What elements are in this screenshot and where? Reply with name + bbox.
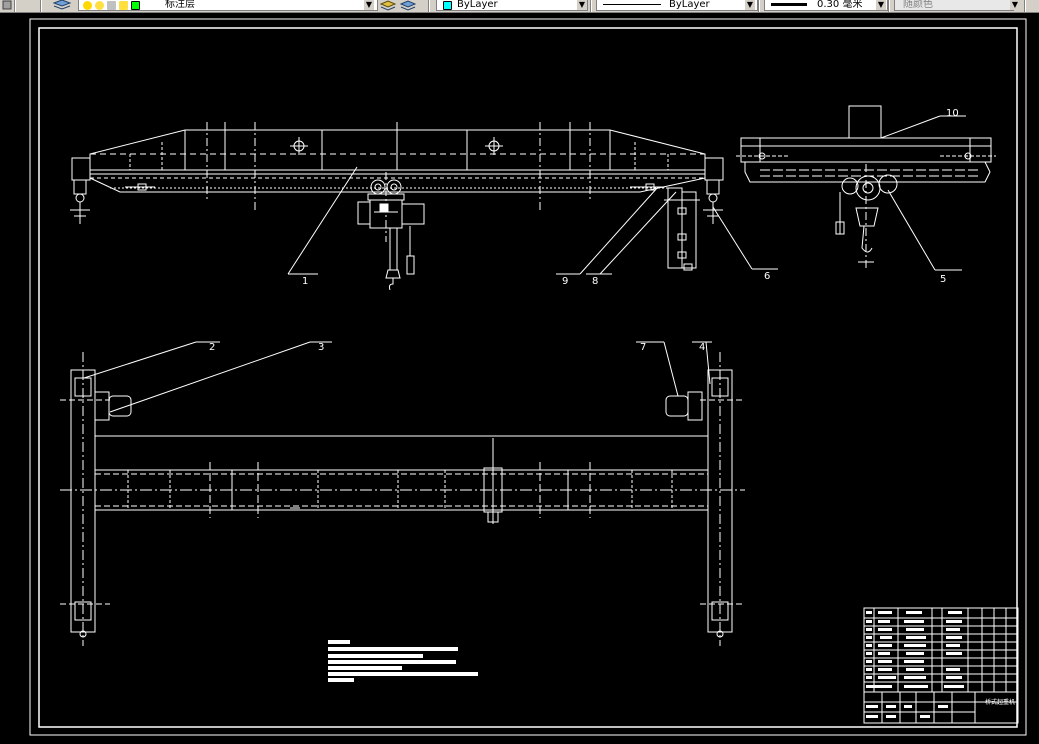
toolbar-separator bbox=[888, 0, 890, 12]
callout-6: 6 bbox=[764, 271, 770, 282]
properties-toolbar: 标注层 ▼ ByLayer ▼ ByLayer ▼ 0.30 毫米 ▼ 随颜色 … bbox=[0, 0, 1039, 13]
side-elevation-view bbox=[736, 105, 996, 268]
front-elevation-view bbox=[70, 122, 724, 291]
toolbar-separator bbox=[428, 0, 430, 12]
title-block-drawing-name: 桥式起重机 bbox=[985, 698, 1015, 706]
color-value: ByLayer bbox=[457, 0, 498, 10]
color-dropdown[interactable]: ByLayer bbox=[436, 0, 588, 11]
electric-hoist bbox=[357, 172, 425, 291]
callout-1: 1 bbox=[302, 276, 308, 287]
title-block-fills bbox=[866, 611, 964, 718]
viewport-freeze-icon[interactable] bbox=[119, 1, 128, 10]
callout-3: 3 bbox=[318, 342, 324, 353]
lineweight-dropdown[interactable]: 0.30 毫米 bbox=[764, 0, 888, 11]
lock-open-icon[interactable] bbox=[107, 1, 116, 10]
plan-view bbox=[60, 352, 745, 646]
layer-previous-icon[interactable] bbox=[399, 0, 418, 11]
callout-8: 8 bbox=[592, 276, 598, 287]
make-current-layer-icon[interactable] bbox=[379, 0, 398, 11]
chevron-down-icon[interactable]: ▼ bbox=[1010, 0, 1020, 10]
lineweight-preview bbox=[771, 3, 807, 6]
chevron-down-icon[interactable]: ▼ bbox=[364, 0, 374, 10]
lineweight-value: 0.30 毫米 bbox=[817, 0, 863, 10]
sheet-inner-border bbox=[38, 27, 1018, 728]
callout-2: 2 bbox=[209, 342, 215, 353]
layer-dropdown[interactable]: 标注层 bbox=[78, 0, 378, 11]
layer-manager-icon[interactable] bbox=[2, 0, 12, 11]
callout-10: 10 bbox=[946, 108, 959, 119]
toolbar-separator bbox=[758, 0, 760, 12]
layer-color-swatch[interactable] bbox=[131, 1, 140, 10]
layer-states-icon[interactable] bbox=[52, 0, 74, 11]
drawing-canvas[interactable]: 1 2 3 4 5 6 7 8 9 10 桥式起重机 bbox=[0, 12, 1039, 740]
current-layer-name: 标注层 bbox=[165, 0, 195, 10]
linetype-dropdown[interactable]: ByLayer bbox=[596, 0, 758, 11]
sheet-outer-border bbox=[29, 18, 1027, 736]
callout-4: 4 bbox=[699, 342, 705, 353]
linetype-value: ByLayer bbox=[669, 0, 710, 10]
sun-thaw-icon[interactable] bbox=[95, 1, 104, 10]
color-swatch bbox=[443, 1, 452, 10]
front-view-callouts bbox=[287, 166, 778, 275]
plotstyle-value: 随颜色 bbox=[903, 0, 933, 10]
toolbar-separator bbox=[1024, 0, 1026, 12]
chevron-down-icon[interactable]: ▼ bbox=[577, 0, 587, 10]
toolbar-separator bbox=[14, 0, 16, 12]
plan-view-callouts bbox=[83, 341, 712, 413]
callout-7: 7 bbox=[640, 342, 646, 353]
callout-9: 9 bbox=[562, 276, 568, 287]
chevron-down-icon[interactable]: ▼ bbox=[745, 0, 755, 10]
toolbar-separator bbox=[40, 0, 42, 12]
technical-requirements-notes bbox=[328, 640, 478, 682]
lightbulb-on-icon[interactable] bbox=[83, 1, 92, 10]
callout-5: 5 bbox=[940, 274, 946, 285]
plotstyle-dropdown[interactable]: 随颜色 bbox=[894, 0, 1014, 11]
linetype-preview bbox=[603, 4, 661, 5]
chevron-down-icon[interactable]: ▼ bbox=[876, 0, 886, 10]
side-view-callouts bbox=[880, 115, 966, 271]
cad-drawing: 1 2 3 4 5 6 7 8 9 10 桥式起重机 bbox=[29, 18, 1027, 736]
title-block bbox=[863, 607, 1019, 724]
toolbar-separator bbox=[590, 0, 592, 12]
